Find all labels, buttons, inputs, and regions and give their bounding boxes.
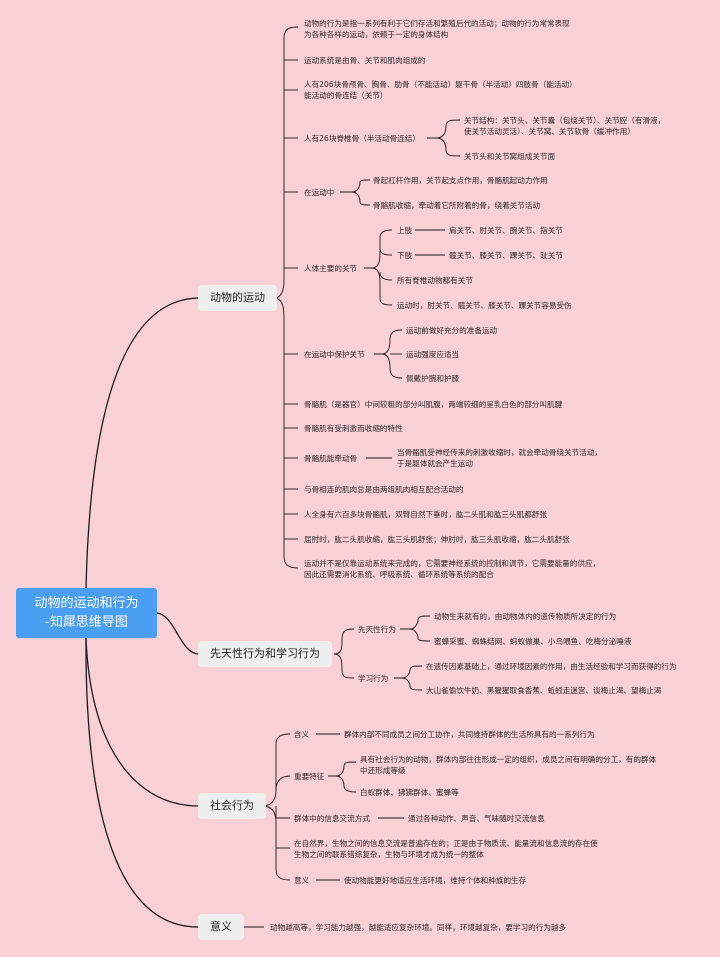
info-flow-line1: 在自然界，生物之间的信息交流是普遍存在的；正是由于物质流、能量流和信息流的存在使 bbox=[294, 839, 598, 848]
vertebrates-joints-node: 所有脊椎动物都有关节 bbox=[397, 276, 473, 285]
lower-limb-joints: 髋关节、膝关节、踝关节、趾关节 bbox=[449, 251, 563, 260]
vertebrae-26-node: 人有26块脊椎骨（半活动骨连结） bbox=[304, 134, 420, 143]
elbow-flex-node: 屈肘时，肱二头肌收缩，肱三头肌舒张；伸肘时，肱三头肌收缩，肱二头肌舒张 bbox=[304, 535, 570, 544]
branch-meaning[interactable]: 意义 bbox=[198, 914, 244, 940]
injury-joints-node: 运动时，肘关节、髋关节、膝关节、踝关节容易受伤 bbox=[397, 301, 572, 310]
intensity-node: 运动强度应适当 bbox=[406, 350, 460, 359]
wrist-knee-guard-node: 佩戴护腕和护膝 bbox=[406, 374, 460, 383]
learned-def-node: 在遗传因素基础上，通过环境因素的作用，由生活经验和学习而获得的行为 bbox=[426, 662, 677, 671]
info-exchange-def: 通过各种动作、声音、气味随时交流信息 bbox=[408, 814, 545, 823]
root-topic[interactable]: 动物的运动和行为 -知犀思维导图 bbox=[16, 588, 157, 638]
muscle-contract-property: 骨骼肌有受刺激而收缩的特性 bbox=[304, 424, 403, 433]
lower-limb-node: 下肢 bbox=[397, 251, 413, 260]
nerve-stimulus-line1: 当骨骼肌受神经传来的刺激收缩时，就会牵动骨绕关节活动， bbox=[397, 448, 603, 457]
main-joints-node: 人体主要的关节 bbox=[304, 264, 358, 273]
branch-social[interactable]: 社会行为 bbox=[198, 793, 266, 819]
motion-behavior-def-line2: 为各种各样的运动，依赖于一定的身体结构 bbox=[304, 30, 449, 39]
upper-limb-joints: 肩关节、肘关节、腕关节、指关节 bbox=[449, 226, 563, 235]
innate-examples-node: 蜜蜂采蜜、蜘蛛结网、蚂蚁做巢、小鸟喂鱼、吃梅分泌唾液 bbox=[434, 637, 632, 646]
motion-behavior-def-line1: 动物的行为是指一系列有利于它们存活和繁殖后代的活动；动物的行为常常表现 bbox=[304, 19, 570, 28]
social-significance-def: 使动物能更好地适应生活环境，维持个体和种族的生存 bbox=[344, 876, 527, 885]
innate-behavior-node: 先天性行为 bbox=[358, 625, 396, 634]
innate-def-node: 动物生来就有的，由动物体内的遗传物质所决定的行为 bbox=[434, 612, 617, 621]
learned-examples-node: 大山雀偷饮牛奶、黑猩猩取食香蕉、蚯蚓走迷宫、谈梅止渴、望梅止渴 bbox=[426, 686, 662, 695]
other-systems-line1: 运动并不是仅靠运动系统来完成的，它需要神经系统的控制和调节，它需要能量的供应， bbox=[304, 559, 601, 568]
social-examples-node: 白蚁群体、狒狒群体、蜜蜂等 bbox=[360, 788, 459, 797]
meaning-def: 动物越高等，学习能力越强，越能适应复杂环境。同样，环境越复杂，要学习的行为越多 bbox=[270, 923, 567, 932]
info-exchange-node: 群体中的信息交流方式 bbox=[294, 814, 370, 823]
muscle-contraction-node: 骨骼肌收缩，牵动着它所附着的骨，绕着关节活动 bbox=[373, 201, 541, 210]
joint-structure-line2: 使关节活动灵活）、关节窝、关节软骨（缓冲作用） bbox=[464, 127, 635, 136]
learned-behavior-node: 学习行为 bbox=[358, 674, 389, 683]
upper-limb-node: 上肢 bbox=[397, 226, 413, 235]
nerve-stimulus-line2: 于是躯体就会产生运动 bbox=[397, 459, 473, 468]
joint-structure-line1: 关节结构：关节头、关节囊（包绕关节）、关节腔（有滑液， bbox=[464, 116, 666, 125]
branch-innate-learned[interactable]: 先天性行为和学习行为 bbox=[198, 641, 332, 667]
arms-down-node: 人全身有六百多块骨骼肌，双臂自然下垂时，肱二头肌和肱三头肌都舒张 bbox=[304, 510, 547, 519]
motion-system-node: 运动系统是由骨、关节和肌肉组成的 bbox=[304, 56, 426, 65]
info-flow-line2: 生物之间的联系错综复杂，生物与环境才成为统一的整体 bbox=[294, 850, 484, 859]
protect-joints-node: 在运动中保护关节 bbox=[304, 350, 365, 359]
warm-up-node: 运动前做好充分的准备运动 bbox=[406, 326, 498, 335]
other-systems-line2: 因此还需要消化系统、呼吸系统、循环系统等系统的配合 bbox=[304, 570, 494, 579]
branch-motion[interactable]: 动物的运动 bbox=[198, 285, 277, 311]
social-significance-node: 意义 bbox=[294, 876, 310, 885]
social-meaning-def: 群体内部不同成员之间分工协作，共同维持群体的生活所具有的一系列行为 bbox=[344, 730, 595, 739]
skeletal-muscle-structure: 骨骼肌（是器官）中间较粗的部分叫肌腹，两端较细的呈乳白色的部分叫肌腱 bbox=[304, 400, 563, 409]
social-features-def-line1: 具有社会行为的动物，群体内部往往形成一定的组织，成员之间有明确的分工，有的群体 bbox=[360, 755, 657, 764]
joint-surface-node: 关节头和关节窝组成关节面 bbox=[464, 152, 556, 161]
social-meaning-node: 含义 bbox=[294, 730, 310, 739]
social-features-def-line2: 中还形成等级 bbox=[360, 766, 406, 775]
social-features-node: 重要特征 bbox=[294, 772, 325, 781]
muscle-pulls-bone-node: 骨骼肌能牵动骨 bbox=[304, 454, 358, 463]
root-title: 动物的运动和行为 bbox=[34, 596, 139, 611]
paired-muscles-node: 与骨相连的肌肉总是由两组肌肉相互配合活动的 bbox=[304, 485, 464, 494]
bones-206-line1: 人有206块骨颅骨、胸骨、肋骨（不能活动）躯干骨（半活动）四肢骨（能活动） bbox=[304, 80, 577, 89]
in-motion-node: 在运动中 bbox=[304, 188, 335, 197]
bones-206-line2: 能活动的骨连结（关节） bbox=[304, 91, 388, 100]
lever-fulcrum-node: 骨起杠杆作用，关节起支点作用，骨骼肌起动力作用 bbox=[373, 176, 548, 185]
root-subtitle: -知犀思维导图 bbox=[45, 615, 128, 630]
